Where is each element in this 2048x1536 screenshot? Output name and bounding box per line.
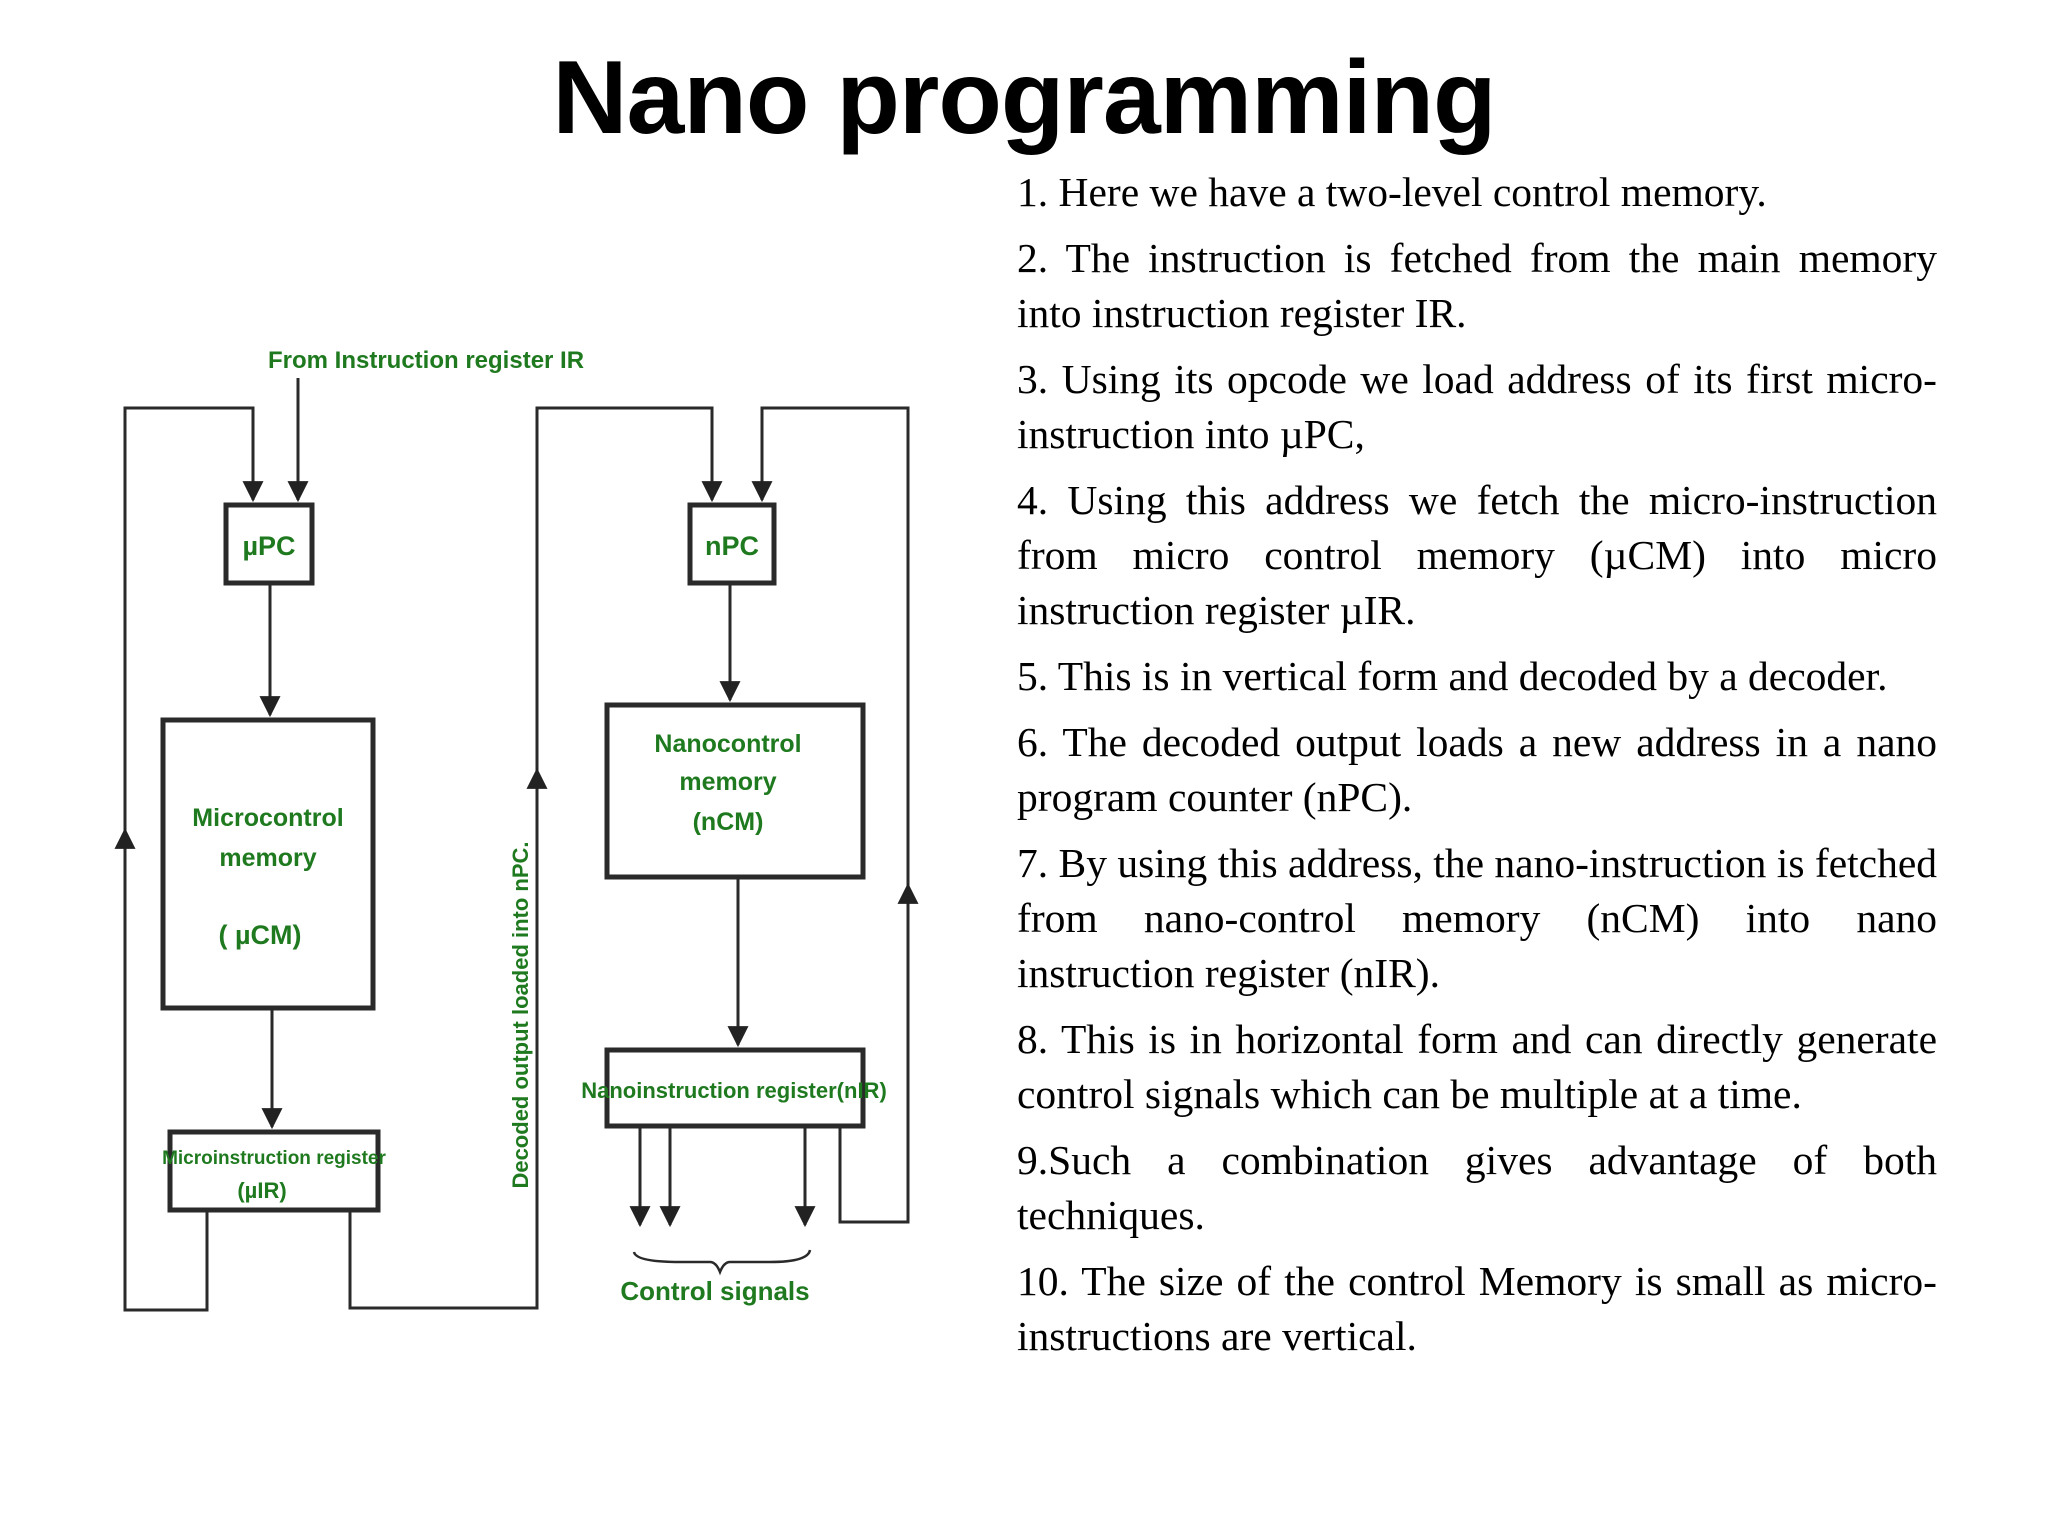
point-8: 8. This is in horizontal form and can di…: [1017, 1016, 1937, 1117]
decoded-output-line: [348, 406, 723, 1310]
ucm-label-line3: ( µCM): [218, 920, 301, 950]
ncm-box: [604, 702, 866, 880]
control-signals-label: Control signals: [620, 1276, 809, 1306]
upc-label: µPC: [242, 531, 295, 561]
right-loop-line: [751, 406, 910, 1224]
decoded-output-label: Decoded output loaded into nPC.: [508, 841, 533, 1188]
point-6: 6. The decoded output loads a new addres…: [1017, 719, 1937, 820]
slide-title: Nano programming: [552, 40, 1496, 156]
ncm-label-line2: memory: [679, 768, 776, 796]
point-9: 9.Such a combination gives advantage of …: [1017, 1137, 1937, 1238]
ucm-label-line2: memory: [219, 844, 316, 872]
uir-box: [167, 1129, 381, 1213]
ucm-box: [160, 717, 376, 1011]
npc-label: nPC: [705, 531, 759, 561]
ucm-label-line1: Microcontrol: [192, 804, 343, 832]
nir-label: Nanoinstruction register(nIR): [581, 1078, 887, 1103]
from-ir-label: From Instruction register IR: [268, 347, 584, 374]
uir-label-line2: (µIR): [237, 1178, 286, 1203]
numbered-points: 1. Here we have a two-level control memo…: [1017, 165, 1937, 1375]
point-10: 10. The size of the control Memory is sm…: [1017, 1258, 1937, 1359]
point-1: 1. Here we have a two-level control memo…: [1017, 169, 1767, 215]
nano-programming-diagram: From Instruction register IR µPC nPC Mic…: [114, 347, 919, 1312]
point-2: 2. The instruction is fetched from the m…: [1017, 235, 1937, 336]
control-signals-brace: [632, 1249, 812, 1276]
point-7: 7. By using this address, the nano-instr…: [1017, 840, 1937, 996]
npc-box: [687, 502, 777, 586]
point-3: 3. Using its opcode we load address of i…: [1017, 356, 1937, 457]
nir-box: [604, 1047, 866, 1129]
uir-label-line1: Microinstruction register: [162, 1148, 386, 1169]
point-5: 5. This is in vertical form and decoded …: [1017, 653, 1888, 699]
point-4: 4. Using this address we fetch the micro…: [1017, 477, 1937, 633]
ncm-label-line3: (nCM): [693, 808, 764, 836]
ncm-label-line1: Nanocontrol: [654, 730, 801, 758]
